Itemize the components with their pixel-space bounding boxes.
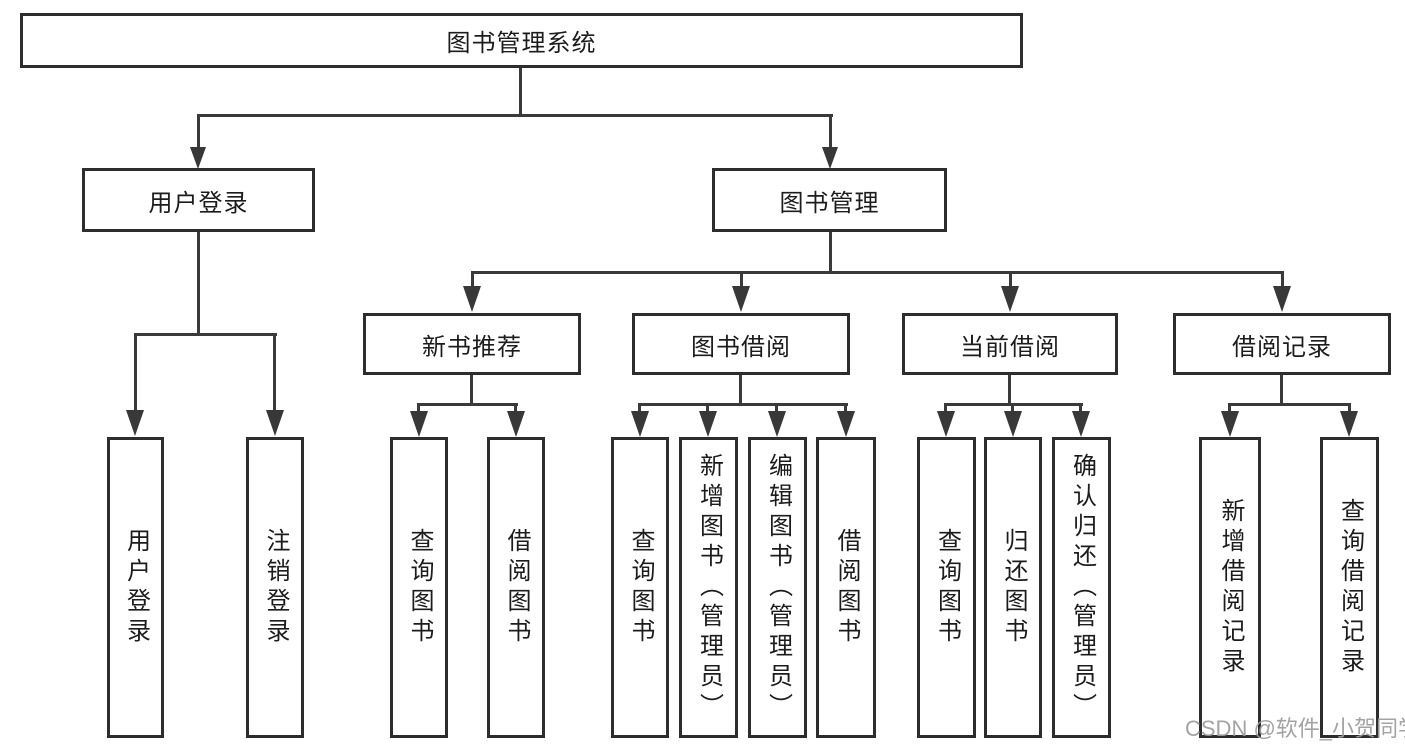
- node-book-management: 图书管理: [712, 168, 947, 232]
- leaf-label: 新增借阅记录: [1217, 497, 1244, 678]
- connector-line: [1348, 403, 1351, 412]
- connector-line: [471, 271, 1284, 274]
- connector-line: [829, 114, 832, 149]
- connector-line: [1008, 373, 1011, 405]
- leaf-borrow-books: 借阅图书: [816, 437, 876, 738]
- arrowhead-down-icon: [837, 411, 855, 437]
- node-label: 借阅记录: [1232, 333, 1332, 361]
- arrowhead-down-icon: [410, 411, 428, 437]
- connector-line: [134, 333, 137, 411]
- leaf-label: 借阅图书: [833, 527, 860, 648]
- arrowhead-down-icon: [1001, 286, 1019, 312]
- leaf-logout: 注销登录: [246, 437, 304, 738]
- connector-line: [775, 403, 778, 412]
- leaf-label: 查询图书: [627, 527, 654, 648]
- connector-line: [706, 403, 709, 412]
- node-label: 新书推荐: [422, 333, 522, 361]
- connector-line: [1079, 403, 1082, 412]
- connector-line: [197, 114, 200, 149]
- node-library-system: 图书管理系统: [20, 13, 1023, 68]
- arrowhead-down-icon: [1221, 411, 1239, 437]
- connector-line: [829, 231, 832, 273]
- node-label: 图书借阅: [691, 333, 791, 361]
- node-borrow-records: 借阅记录: [1173, 313, 1391, 375]
- leaf-label: 确认归还（管理员）: [1068, 452, 1096, 723]
- connector-line: [740, 271, 743, 287]
- leaf-query-books-current: 查询图书: [917, 437, 976, 738]
- arrowhead-down-icon: [822, 147, 838, 169]
- leaf-query-books-recommend: 查询图书: [390, 437, 448, 738]
- leaf-add-book-admin: 新增图书（管理员）: [679, 437, 738, 738]
- arrowhead-down-icon: [699, 411, 717, 437]
- connector-line: [197, 114, 833, 117]
- connector-line: [944, 403, 947, 412]
- leaf-label: 查询图书: [406, 527, 433, 648]
- connector-line: [638, 403, 641, 412]
- connector-line: [273, 333, 276, 411]
- connector-line: [1228, 403, 1231, 412]
- arrowhead-down-icon: [190, 147, 206, 169]
- leaf-query-books-borrow: 查询图书: [611, 437, 669, 738]
- arrowhead-down-icon: [126, 410, 144, 436]
- connector-line: [470, 373, 473, 405]
- leaf-label: 借阅图书: [503, 527, 530, 648]
- leaf-label: 编辑图书（管理员）: [764, 452, 792, 723]
- arrowhead-down-icon: [732, 286, 750, 312]
- connector-line: [519, 67, 522, 115]
- arrowhead-down-icon: [937, 411, 955, 437]
- connector-line: [1011, 403, 1014, 412]
- node-label: 用户登录: [148, 189, 249, 217]
- arrowhead-down-icon: [1273, 286, 1291, 312]
- leaf-return-book: 归还图书: [984, 437, 1042, 738]
- leaf-confirm-return-admin: 确认归还（管理员）: [1052, 437, 1111, 738]
- arrowhead-down-icon: [1072, 411, 1090, 437]
- arrowhead-down-icon: [1004, 411, 1022, 437]
- leaf-user-login: 用户登录: [107, 437, 164, 738]
- arrowhead-down-icon: [266, 410, 284, 436]
- node-new-book-recommend: 新书推荐: [363, 313, 581, 375]
- leaf-label: 用户登录: [122, 527, 150, 648]
- connector-line: [471, 271, 474, 287]
- arrowhead-down-icon: [1340, 411, 1358, 437]
- node-label: 当前借阅: [960, 333, 1060, 361]
- connector-line: [1281, 271, 1284, 287]
- leaf-edit-book-admin: 编辑图书（管理员）: [748, 437, 807, 738]
- leaf-label: 查询借阅记录: [1336, 497, 1364, 678]
- connector-line: [1280, 373, 1283, 405]
- csdn-watermark: CSDN @软件_小贺同学: [1185, 716, 1405, 741]
- arrowhead-down-icon: [631, 411, 649, 437]
- node-user-login: 用户登录: [82, 168, 315, 232]
- node-label: 图书管理系统: [446, 30, 597, 57]
- leaf-label: 归还图书: [1000, 527, 1027, 648]
- leaf-label: 新增图书（管理员）: [695, 452, 723, 723]
- connector-line: [844, 403, 847, 412]
- connector-line: [417, 403, 420, 412]
- connector-line: [417, 403, 518, 406]
- arrowhead-down-icon: [768, 411, 786, 437]
- connector-line: [1009, 271, 1012, 287]
- connector-line: [1228, 403, 1351, 406]
- node-book-borrow: 图书借阅: [632, 313, 850, 375]
- connector-line: [197, 231, 200, 335]
- connector-line: [638, 403, 848, 406]
- connector-line: [739, 373, 742, 405]
- leaf-label: 查询图书: [933, 527, 961, 648]
- leaf-add-borrow-record: 新增借阅记录: [1199, 437, 1261, 738]
- arrowhead-down-icon: [507, 411, 525, 437]
- leaf-query-borrow-record: 查询借阅记录: [1320, 437, 1379, 738]
- node-label: 图书管理: [779, 189, 880, 217]
- arrowhead-down-icon: [463, 286, 481, 312]
- connector-line: [134, 333, 277, 336]
- leaf-label: 注销登录: [262, 527, 289, 648]
- leaf-borrow-books-recommend: 借阅图书: [487, 437, 545, 738]
- node-current-borrow: 当前借阅: [902, 313, 1118, 375]
- connector-line: [514, 403, 517, 412]
